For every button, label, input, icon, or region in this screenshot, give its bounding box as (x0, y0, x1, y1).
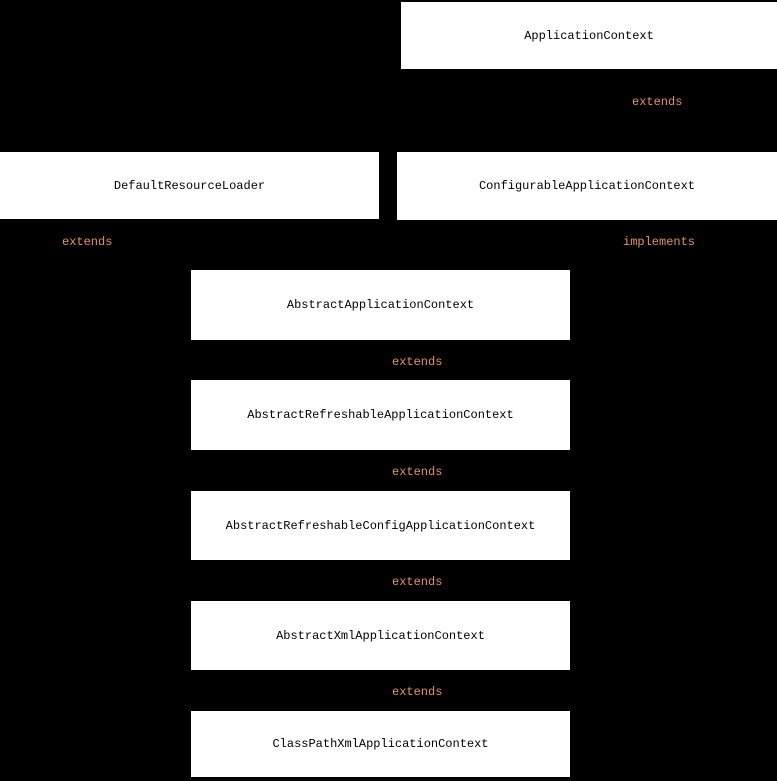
class-node-label: ClassPathXmlApplicationContext (272, 737, 489, 751)
class-node-application-context: ApplicationContext (401, 2, 777, 69)
relation-label-extends: extends (392, 465, 443, 479)
class-node-abstract-application-context: AbstractApplicationContext (191, 270, 570, 340)
class-node-label: AbstractRefreshableApplicationContext (247, 408, 514, 422)
class-node-classpath-xml-application-context: ClassPathXmlApplicationContext (191, 711, 570, 777)
class-node-abstract-refreshable-application-context: AbstractRefreshableApplicationContext (191, 380, 570, 450)
relation-label-extends: extends (392, 575, 443, 589)
class-node-label: AbstractXmlApplicationContext (276, 628, 485, 643)
relation-label-implements: implements (623, 235, 696, 249)
class-node-abstract-refreshable-config-application-context: AbstractRefreshableConfigApplicationCont… (191, 491, 570, 560)
class-node-label: AbstractApplicationContext (286, 298, 475, 312)
class-node-abstract-xml-application-context: AbstractXmlApplicationContext (191, 601, 570, 670)
class-node-label: ApplicationContext (524, 28, 654, 43)
class-node-label: ConfigurableApplicationContext (478, 179, 696, 193)
relation-label-extends: extends (62, 235, 113, 249)
relation-label-extends: extends (392, 355, 443, 369)
relation-label-extends: extends (392, 685, 443, 699)
class-node-label: AbstractRefreshableConfigApplicationCont… (225, 518, 536, 533)
class-node-label: DefaultResourceLoader (113, 178, 266, 193)
relation-label-extends: extends (632, 95, 683, 109)
class-node-default-resource-loader: DefaultResourceLoader (0, 152, 379, 219)
class-node-configurable-application-context: ConfigurableApplicationContext (397, 152, 777, 220)
